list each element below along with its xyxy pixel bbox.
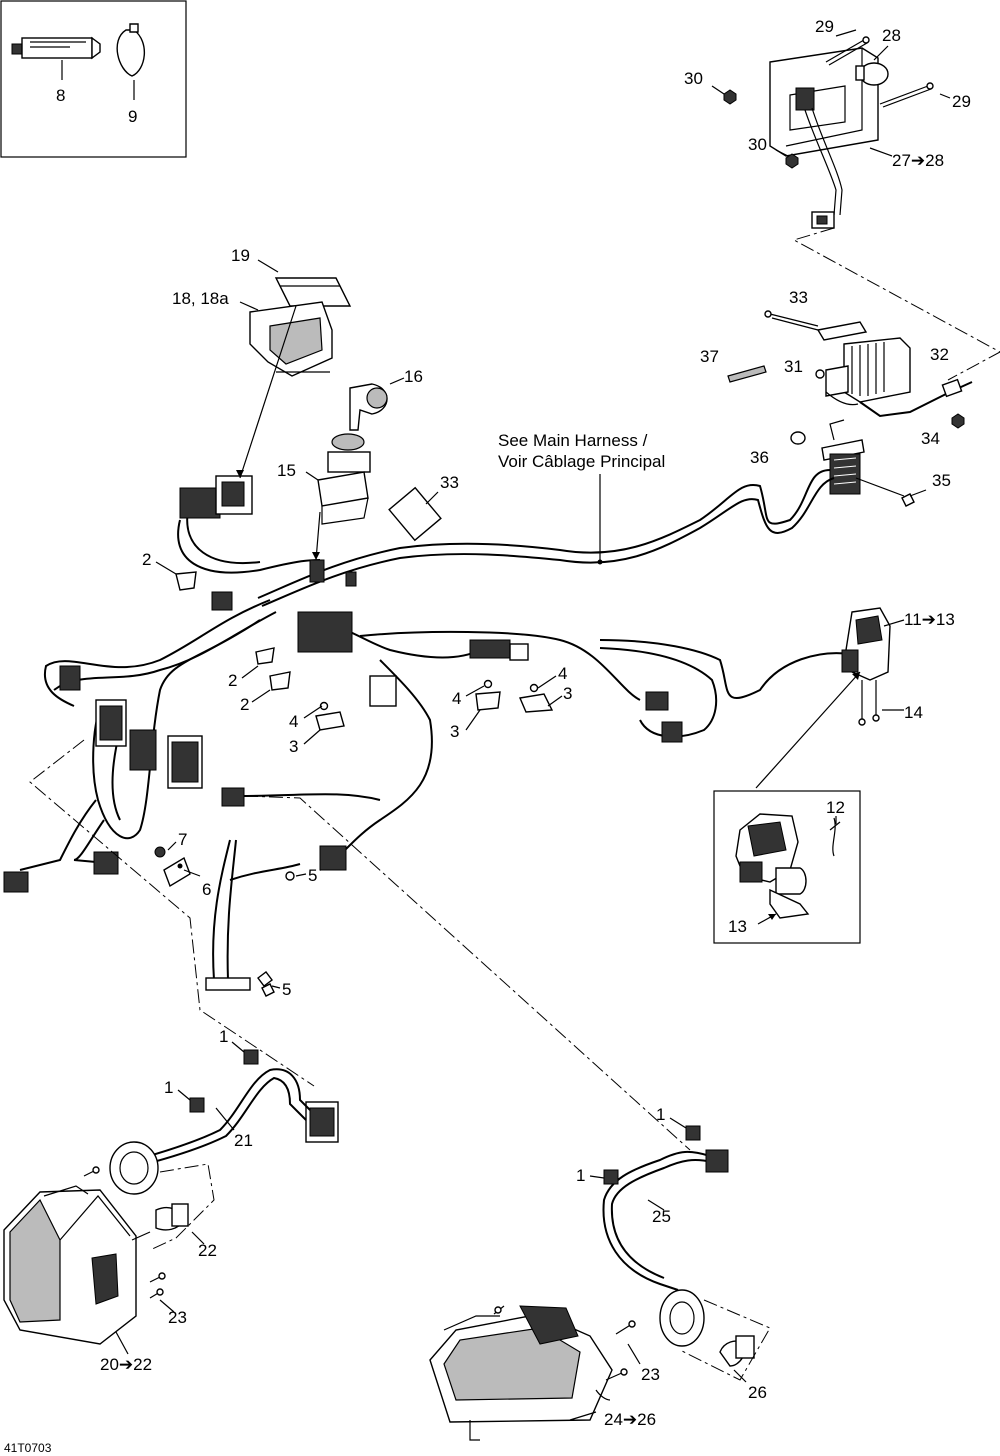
callout-33-harness: 33 [440, 473, 459, 492]
inset-consumables: 8 9 [0, 0, 187, 158]
link-line-tail-light [792, 227, 1000, 381]
callout-2-a: 2 [142, 550, 151, 569]
callout-33-top: 33 [789, 288, 808, 307]
callout-1-d: 1 [576, 1166, 585, 1185]
callout-4-b: 4 [452, 689, 461, 708]
right-headlight [429, 1289, 771, 1441]
left-headlight-harness [141, 1041, 311, 1165]
figure-code: 41T0703 [4, 1441, 52, 1455]
callout-11-13: 11➔13 [904, 610, 955, 629]
harness-connectors [3, 475, 683, 1143]
callout-31: 31 [784, 357, 803, 376]
left-headlight [3, 1141, 215, 1355]
grease-tube-part-8 [11, 36, 101, 80]
clips [155, 561, 563, 745]
right-headlight-harness [589, 1117, 729, 1291]
callout-4-a: 4 [289, 712, 298, 731]
callout-30-bottom: 30 [748, 135, 767, 154]
callout-24-26: 24➔26 [604, 1410, 656, 1429]
note-line-1: See Main Harness / [498, 431, 648, 450]
callout-20-22: 20➔22 [100, 1355, 152, 1374]
callout-22: 22 [198, 1241, 217, 1260]
callout-1-a: 1 [219, 1027, 228, 1046]
callout-3-b: 3 [450, 722, 459, 741]
callout-26: 26 [748, 1383, 767, 1402]
callout-29-top: 29 [815, 17, 834, 36]
callout-36: 36 [750, 448, 769, 467]
callout-8: 8 [56, 86, 65, 105]
ignition-key-assembly [305, 377, 405, 561]
callout-23-right: 23 [641, 1365, 660, 1384]
callout-30-top: 30 [684, 69, 703, 88]
callout-34: 34 [921, 429, 940, 448]
callout-14: 14 [904, 703, 923, 722]
callout-37: 37 [700, 347, 719, 366]
callout-28: 28 [882, 26, 901, 45]
callout-18: 18, 18a [172, 289, 229, 308]
main-harness [19, 469, 851, 981]
callout-13: 13 [728, 917, 747, 936]
callout-21: 21 [234, 1131, 253, 1150]
callout-1-c: 1 [656, 1105, 665, 1124]
regulator-assembly [727, 310, 973, 507]
tail-light-assembly [711, 29, 951, 229]
callout-35: 35 [932, 471, 951, 490]
gauge-assembly [236, 259, 352, 479]
reference-lines [29, 739, 691, 1151]
callout-1-b: 1 [164, 1078, 173, 1097]
switch-detail-arrow [755, 671, 861, 789]
note-line-2: Voir Câblage Principal [498, 452, 665, 471]
callout-6: 6 [202, 880, 211, 899]
handlebar-switch [841, 607, 905, 726]
callout-7: 7 [178, 830, 187, 849]
callout-5-a: 5 [308, 866, 317, 885]
callout-27-28: 27➔28 [892, 151, 944, 170]
bulb-part-28 [855, 62, 889, 86]
callout-4-c: 4 [558, 664, 567, 683]
callout-9: 9 [128, 107, 137, 126]
callout-3-c: 3 [563, 684, 572, 703]
callout-2-c: 2 [240, 695, 249, 714]
callout-16: 16 [404, 367, 423, 386]
main-harness-note: See Main Harness / Voir Câblage Principa… [498, 431, 665, 565]
callout-29-right: 29 [952, 92, 971, 111]
callout-5-b: 5 [282, 980, 291, 999]
callout-3-a: 3 [289, 737, 298, 756]
callout-19: 19 [231, 246, 250, 265]
callout-12: 12 [826, 798, 845, 817]
callout-32: 32 [930, 345, 949, 364]
callout-15: 15 [277, 461, 296, 480]
clamps-5-6-7 [154, 841, 307, 997]
cable-tie-part-9 [116, 23, 145, 100]
switch-detail-inset [713, 790, 861, 944]
callout-2-b: 2 [228, 671, 237, 690]
callout-23-left: 23 [168, 1308, 187, 1327]
callout-25: 25 [652, 1207, 671, 1226]
